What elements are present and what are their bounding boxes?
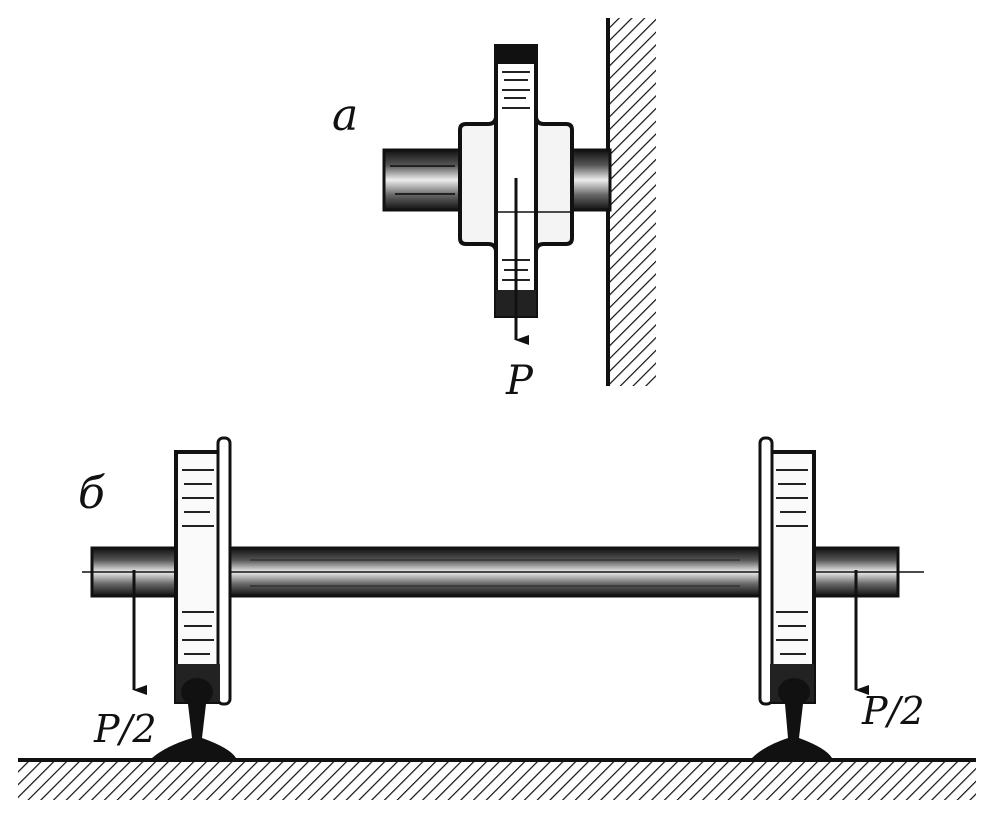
wall — [606, 18, 656, 386]
panel-a-label: a — [332, 90, 358, 141]
ground — [18, 758, 976, 800]
right-wheel — [758, 436, 816, 706]
panel-a: a P — [332, 18, 656, 404]
panel-b-label: б — [78, 468, 105, 519]
force-right-label: P/2 — [861, 689, 925, 733]
force-p-label: P — [505, 358, 534, 404]
force-left-label: P/2 — [93, 707, 157, 751]
left-wheel — [174, 436, 232, 706]
left-rail — [152, 678, 236, 758]
right-rail — [752, 678, 832, 758]
panel-b: б P/2 P/2 — [18, 436, 976, 800]
